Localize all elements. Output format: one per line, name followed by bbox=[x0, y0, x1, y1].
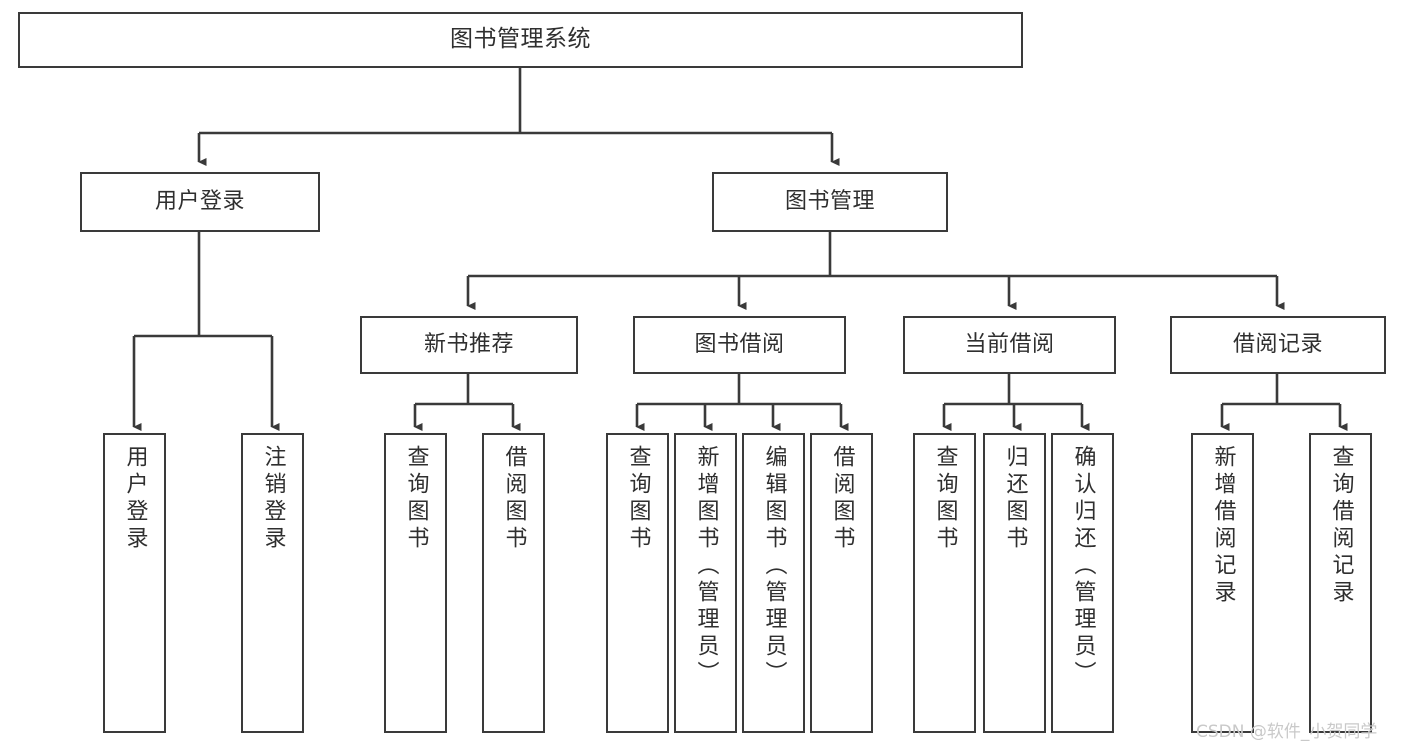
node-label: 借阅图书 bbox=[501, 445, 527, 553]
node-label: 借阅记录 bbox=[1232, 331, 1323, 357]
node-label: 图书管理 bbox=[784, 188, 875, 214]
node-label: 编辑图书（管理员） bbox=[761, 445, 787, 688]
node-leaf-logout[interactable]: 注销登录 bbox=[241, 433, 304, 733]
node-label: 图书借阅 bbox=[694, 331, 785, 357]
node-root-book-management-system[interactable]: 图书管理系统 bbox=[18, 12, 1023, 68]
node-label: 查询图书 bbox=[625, 445, 651, 553]
node-label: 确认归还（管理员） bbox=[1070, 445, 1096, 688]
node-label: 查询借阅记录 bbox=[1328, 445, 1354, 607]
node-leaf-query-book-3[interactable]: 查询图书 bbox=[913, 433, 976, 733]
node-leaf-borrow-book-2[interactable]: 借阅图书 bbox=[810, 433, 873, 733]
node-leaf-user-login[interactable]: 用户登录 bbox=[103, 433, 166, 733]
node-label: 新书推荐 bbox=[423, 331, 514, 357]
node-leaf-add-record[interactable]: 新增借阅记录 bbox=[1191, 433, 1254, 733]
node-leaf-add-book[interactable]: 新增图书（管理员） bbox=[674, 433, 737, 733]
node-leaf-query-record[interactable]: 查询借阅记录 bbox=[1309, 433, 1372, 733]
node-leaf-edit-book[interactable]: 编辑图书（管理员） bbox=[742, 433, 805, 733]
node-leaf-borrow-book-1[interactable]: 借阅图书 bbox=[482, 433, 545, 733]
node-label: 当前借阅 bbox=[964, 331, 1055, 357]
node-current-borrow[interactable]: 当前借阅 bbox=[903, 316, 1116, 374]
node-borrow-record[interactable]: 借阅记录 bbox=[1170, 316, 1386, 374]
node-label: 用户登录 bbox=[122, 445, 148, 553]
node-label: 借阅图书 bbox=[829, 445, 855, 553]
node-label: 归还图书 bbox=[1002, 445, 1028, 553]
node-new-book-recommend[interactable]: 新书推荐 bbox=[360, 316, 578, 374]
node-book-borrow[interactable]: 图书借阅 bbox=[633, 316, 846, 374]
node-label: 用户登录 bbox=[154, 188, 245, 214]
node-leaf-return-book[interactable]: 归还图书 bbox=[983, 433, 1046, 733]
node-label: 新增图书（管理员） bbox=[693, 445, 719, 688]
node-label: 查询图书 bbox=[932, 445, 958, 553]
node-label: 新增借阅记录 bbox=[1210, 445, 1236, 607]
node-leaf-confirm-return[interactable]: 确认归还（管理员） bbox=[1051, 433, 1114, 733]
node-label: 查询图书 bbox=[403, 445, 429, 553]
node-leaf-query-book-2[interactable]: 查询图书 bbox=[606, 433, 669, 733]
node-user-login[interactable]: 用户登录 bbox=[80, 172, 320, 232]
csdn-watermark: CSDN @软件_小贺同学 bbox=[1196, 722, 1378, 742]
node-label: 注销登录 bbox=[260, 445, 286, 553]
node-leaf-query-book-1[interactable]: 查询图书 bbox=[384, 433, 447, 733]
node-book-management[interactable]: 图书管理 bbox=[712, 172, 948, 232]
node-label: 图书管理系统 bbox=[450, 26, 591, 53]
